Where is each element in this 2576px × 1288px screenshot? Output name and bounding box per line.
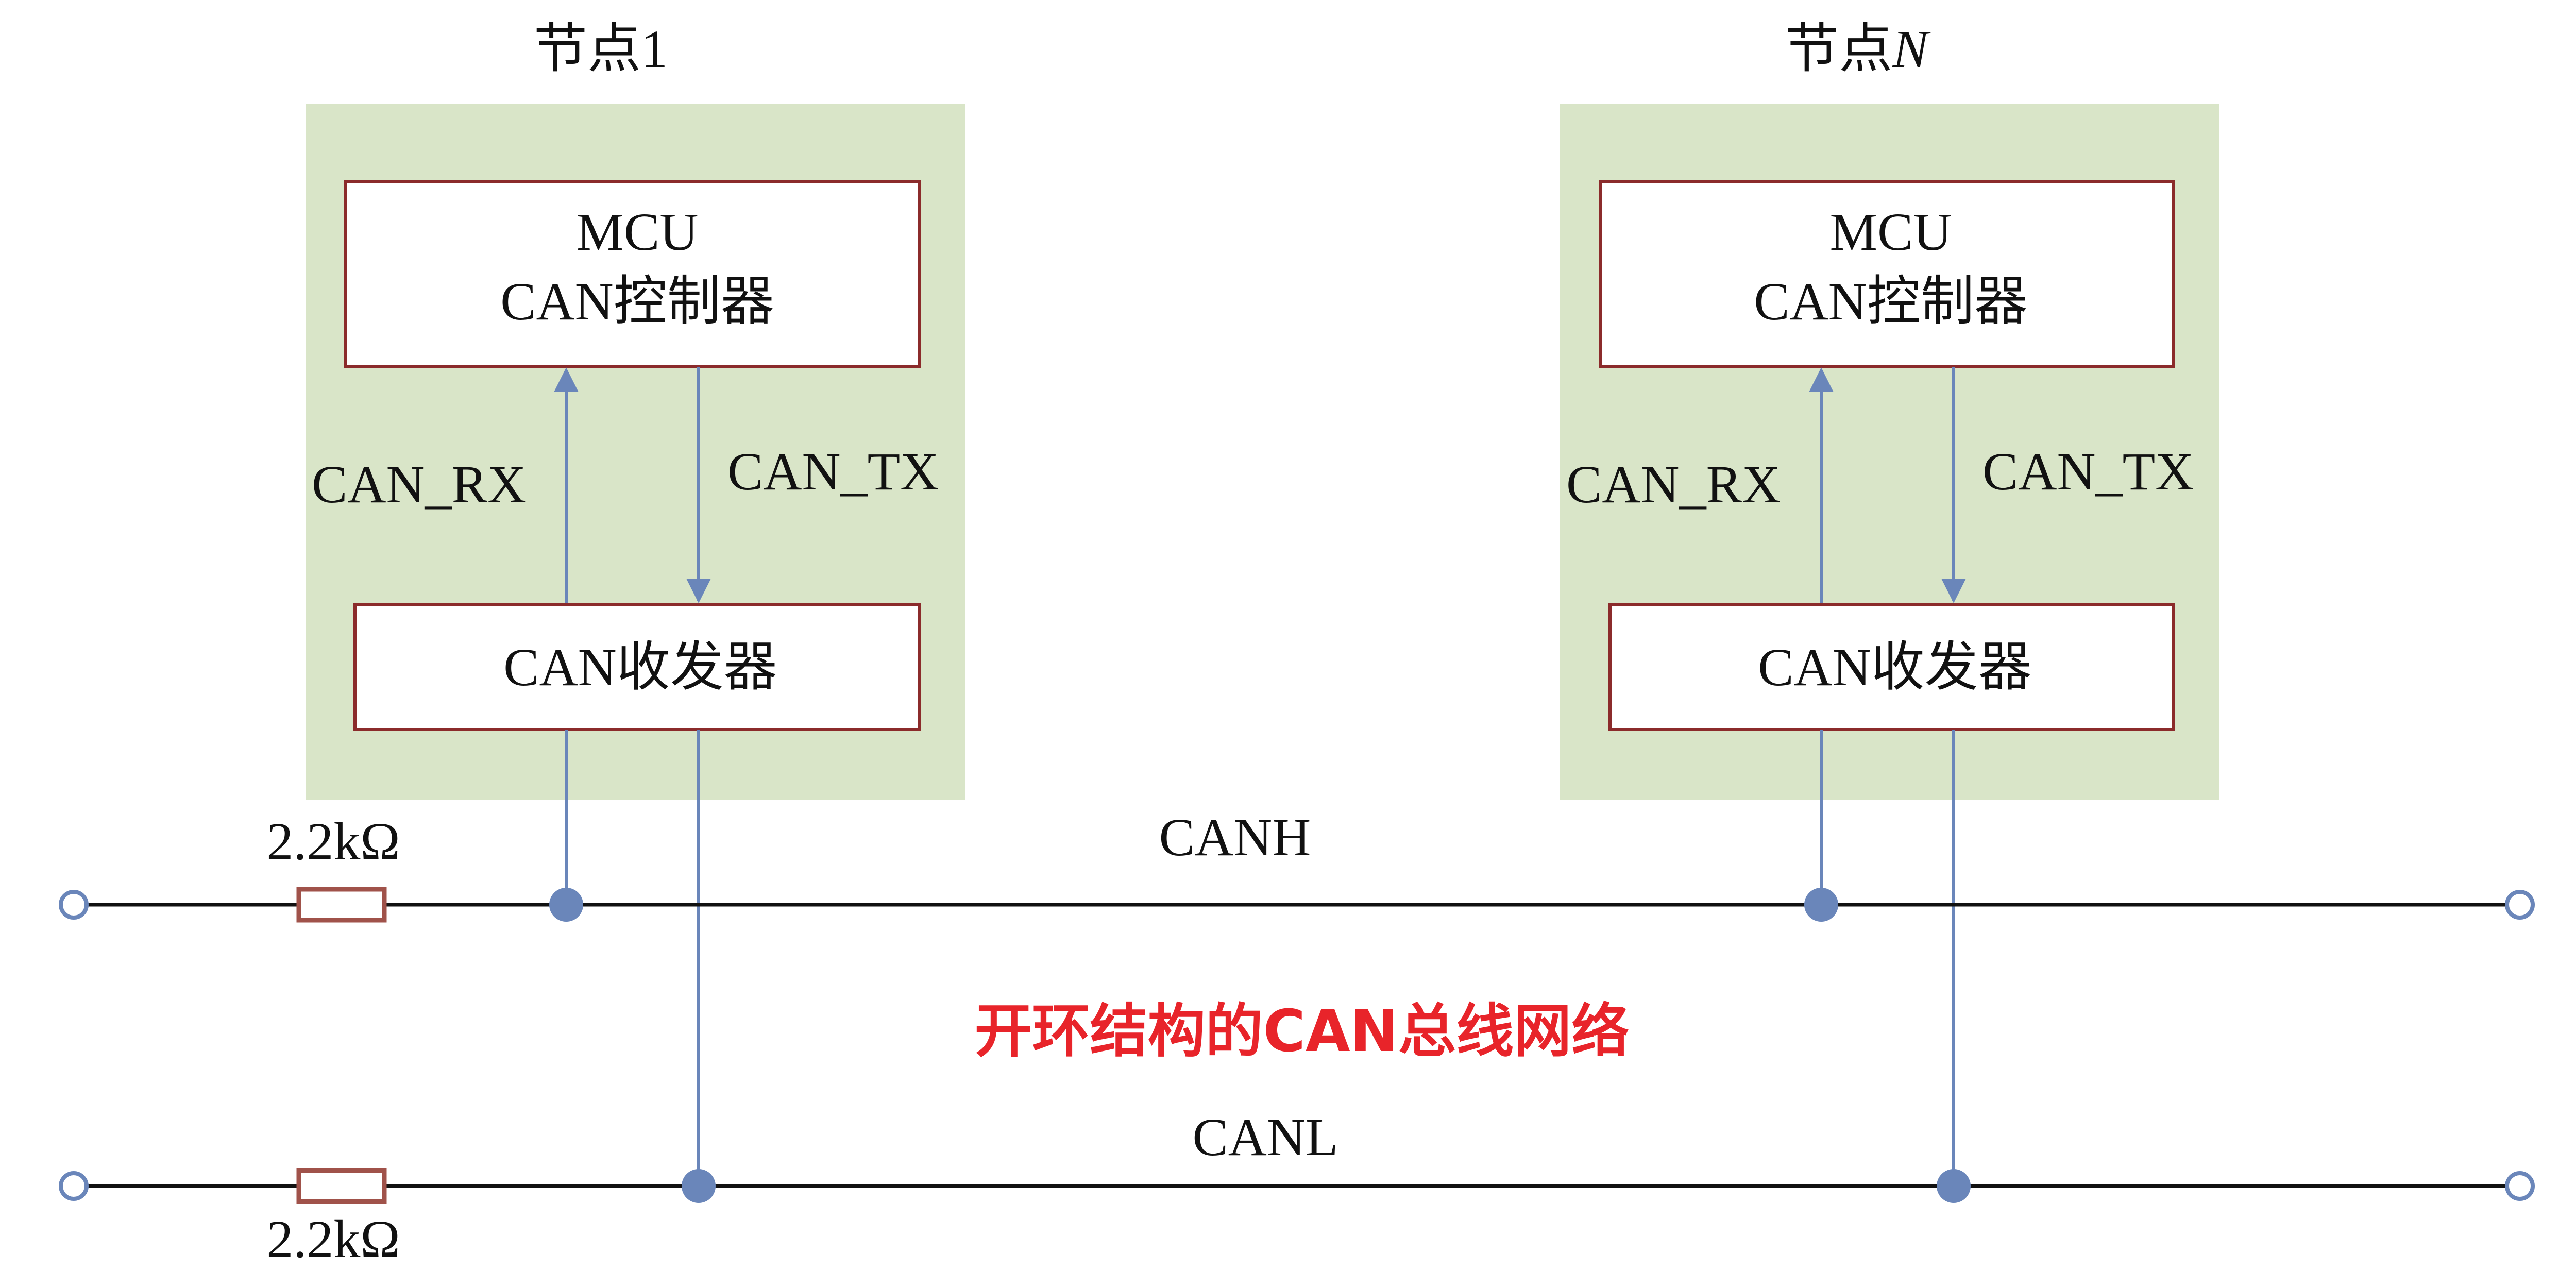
node-1-transceiver-box [353,603,921,731]
node-1: 节点1 MCU CAN控制器 CAN_RX CAN_TX CAN收发器 [306,20,965,800]
node-1-can-controller-label: CAN控制器 [500,272,774,331]
canh-bus: 2.2kΩ CANH [59,808,2535,923]
canh-node-n-junction [1804,888,1838,922]
canl-resistor [296,1168,387,1204]
canh-resistor [296,887,387,923]
diagram-caption: 开环结构的CAN总线网络 [975,998,1630,1065]
canl-resistor-label: 2.2kΩ [266,1210,400,1269]
node-n-can-tx-label: CAN_TX [1982,442,2194,501]
node-n-transceiver-label: CAN收发器 [1758,638,2032,697]
node-n: 节点N MCU CAN控制器 CAN_RX CAN_TX CAN收发器 [1560,20,2219,800]
canl-bus: 2.2kΩ CANL [59,1108,2535,1269]
node-n-transceiver-box [1608,603,2175,731]
canl-label: CANL [1192,1108,1338,1167]
node-1-can-rx-label: CAN_RX [312,455,526,514]
canh-label: CANH [1159,808,1311,867]
canh-left-terminal [59,890,89,920]
node-n-mcu-box [1599,180,2175,368]
node-n-can-controller-label: CAN控制器 [1754,272,2028,331]
canh-node-1-junction [549,888,583,922]
node-1-transceiver-label: CAN收发器 [503,638,777,697]
node-1-title: 节点1 [534,20,668,79]
node-n-can-rx-label: CAN_RX [1566,455,1781,514]
canl-node-n-junction [1937,1169,1971,1203]
canh-right-terminal [2505,890,2535,920]
canl-left-terminal [59,1171,89,1201]
canl-right-terminal [2505,1171,2535,1201]
node-1-mcu-label: MCU [577,202,699,262]
node-1-can-tx-label: CAN_TX [727,442,939,501]
node-n-mcu-label: MCU [1830,202,1952,262]
node-n-title: 节点N [1785,20,1931,79]
canh-resistor-label: 2.2kΩ [266,812,400,871]
canl-node-1-junction [682,1169,716,1203]
node-1-mcu-box [344,180,921,368]
